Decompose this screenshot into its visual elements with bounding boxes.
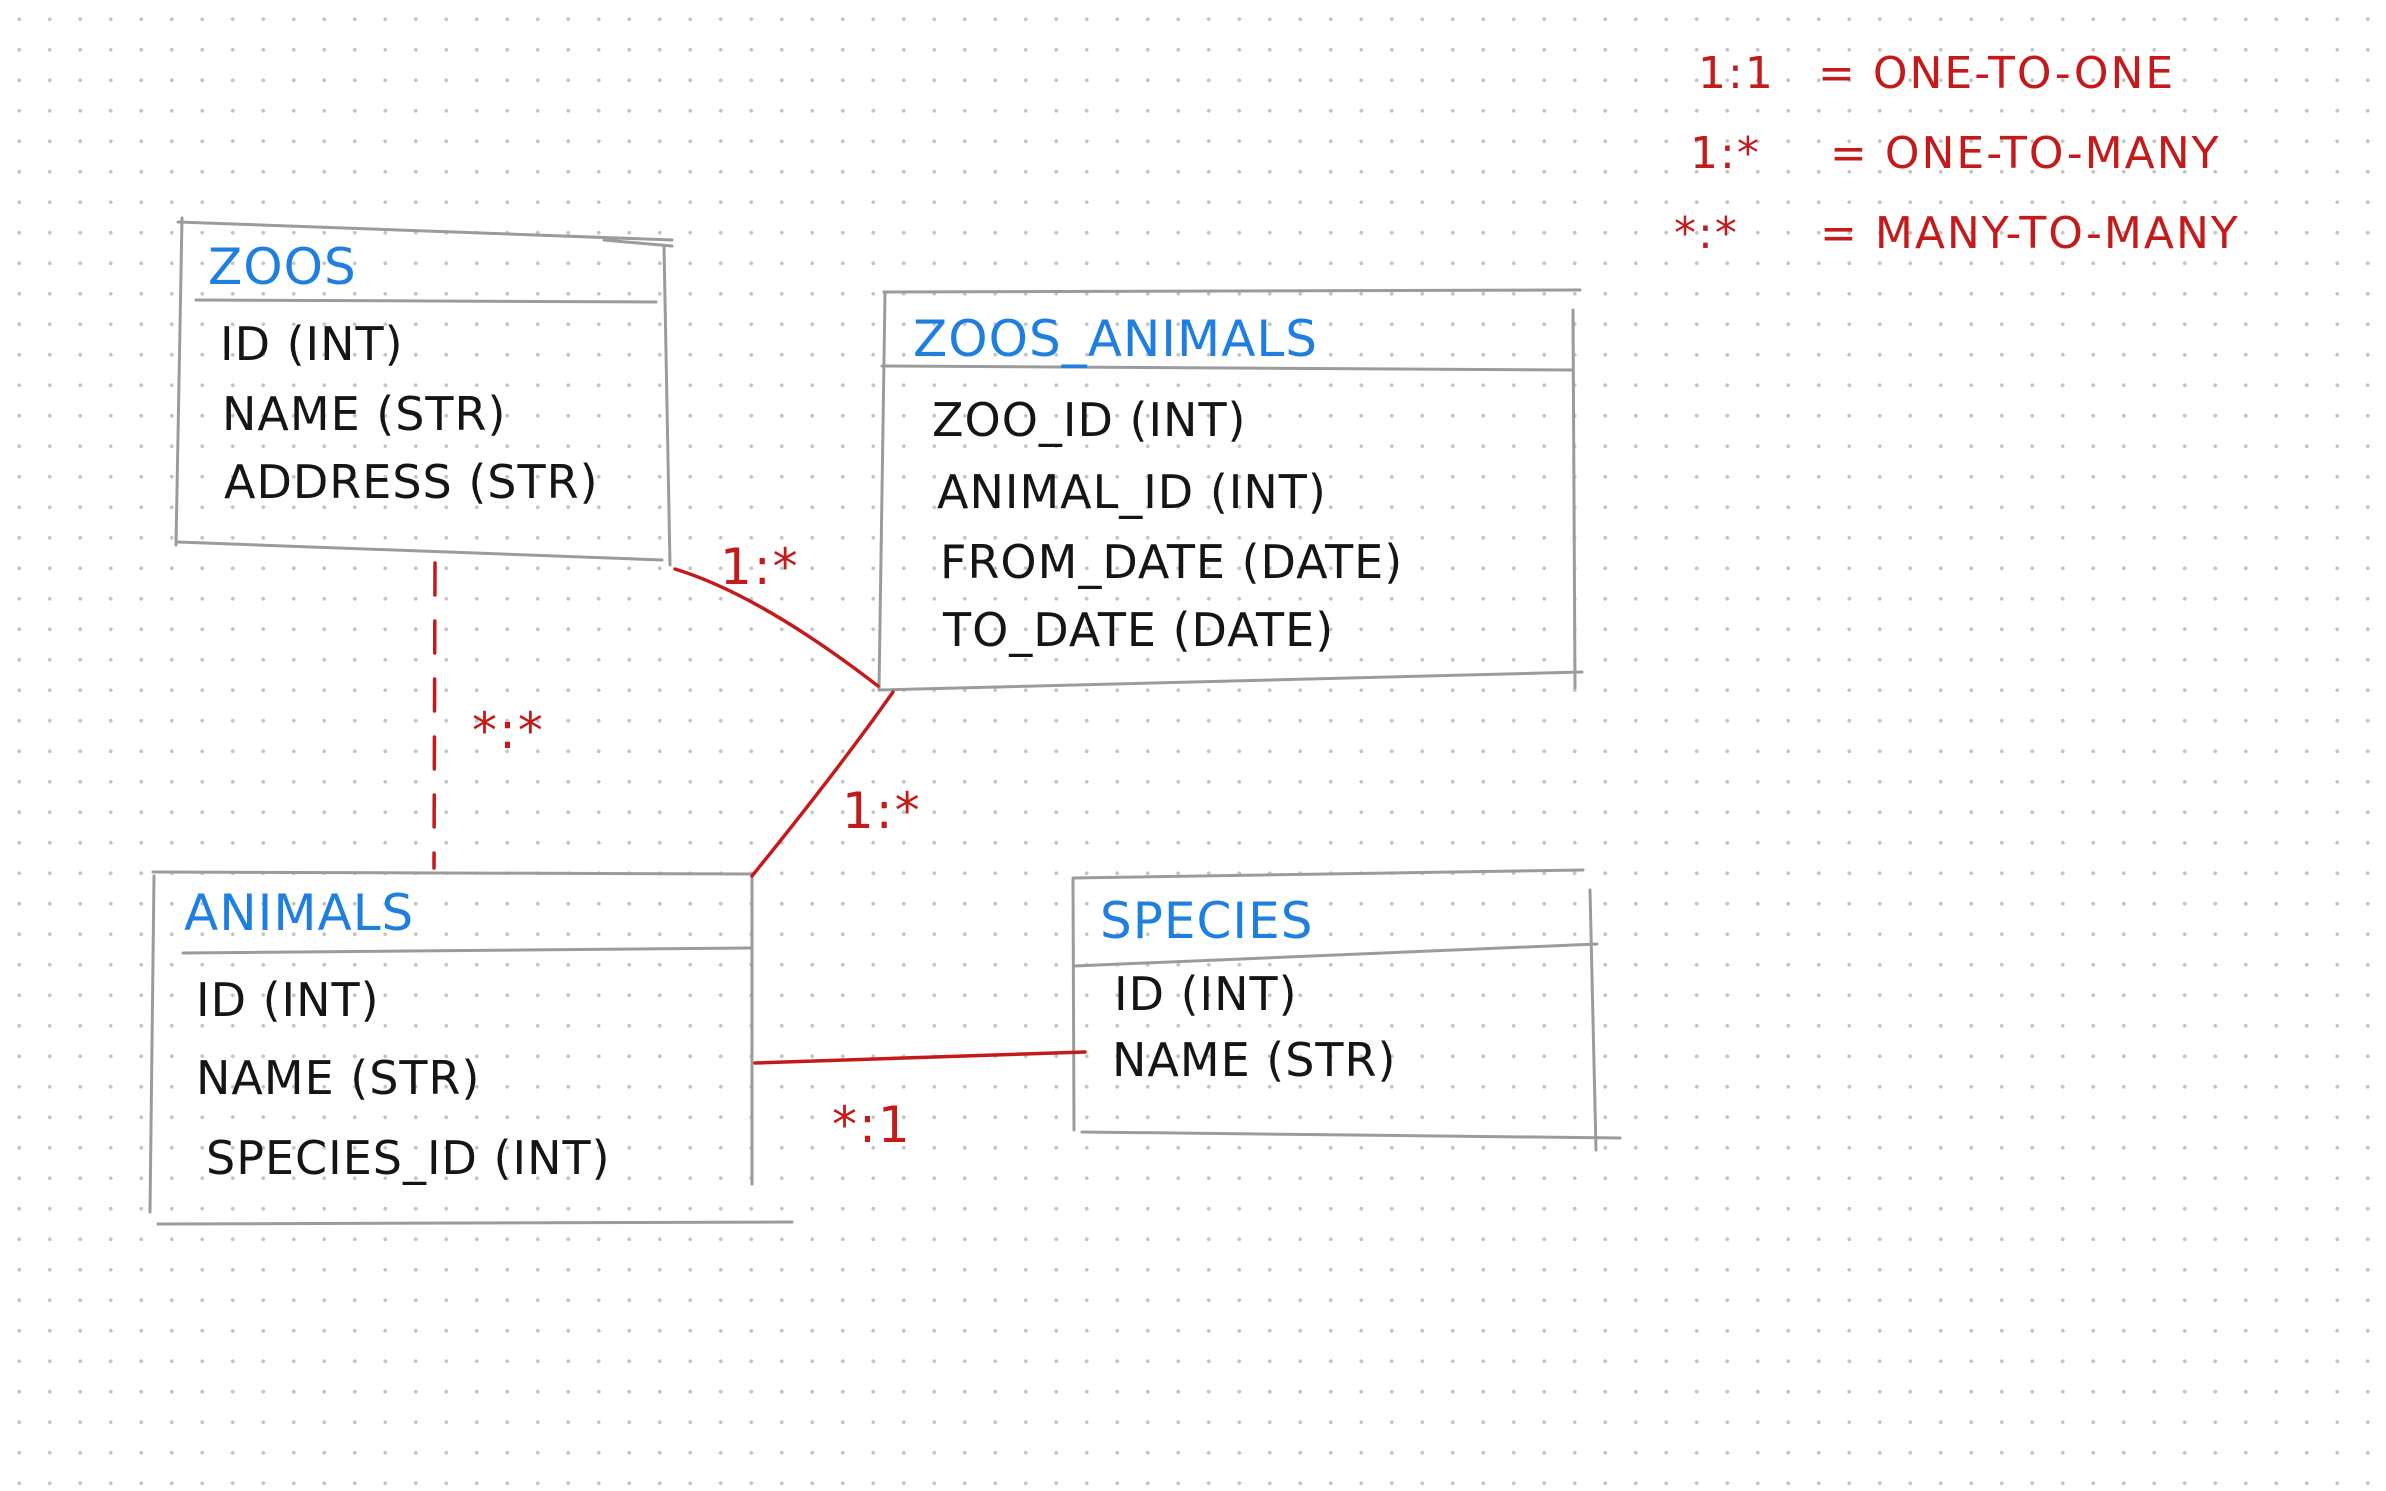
- zoos-field-3: ADDRESS (STR): [224, 455, 599, 509]
- animals-field-1: ID (INT): [196, 973, 380, 1027]
- species-title: SPECIES: [1100, 892, 1313, 950]
- zoos-field-1: ID (INT): [220, 317, 404, 371]
- species-field-1: ID (INT): [1114, 967, 1298, 1021]
- zoos-title: ZOOS: [208, 238, 357, 296]
- animals-field-3: SPECIES_ID (INT): [206, 1131, 611, 1185]
- relationship-line-zoos-zoos-animals[interactable]: [673, 567, 880, 688]
- zoos-animals-title: ZOOS_ANIMALS: [913, 310, 1318, 368]
- relationship-line-zoos-animals-dashed[interactable]: [432, 561, 437, 870]
- zoos-animals-field-1: ZOO_ID (INT): [932, 393, 1247, 447]
- legend-meaning-3: = MANY-TO-MANY: [1820, 208, 2240, 259]
- legend-symbol-1: 1:1: [1698, 48, 1775, 99]
- zoos-animals-frame: [877, 288, 1584, 692]
- table-zoos-animals[interactable]: ZOOS_ANIMALS ZOO_ID (INT) ANIMAL_ID (INT…: [877, 288, 1584, 692]
- legend-symbol-2: 1:*: [1690, 128, 1761, 179]
- table-zoos[interactable]: ZOOS ID (INT) NAME (STR) ADDRESS (STR): [174, 216, 674, 567]
- legend-meaning-2: = ONE-TO-MANY: [1830, 128, 2221, 179]
- species-frame: [1071, 868, 1622, 1152]
- animals-field-2: NAME (STR): [196, 1051, 480, 1105]
- cardinality-animals-species: *:1: [832, 1096, 912, 1154]
- zoos-field-2: NAME (STR): [222, 387, 506, 441]
- table-animals[interactable]: ANIMALS ID (INT) NAME (STR) SPECIES_ID (…: [148, 870, 794, 1226]
- zoos-frame: [174, 216, 674, 567]
- cardinality-zoos-animals: *:*: [472, 702, 545, 760]
- cardinality-zoos-animals-animals: 1:*: [842, 782, 922, 840]
- relationships: 1:* 1:* *:* *:1: [432, 538, 1087, 1154]
- cardinality-zoos-zoos-animals: 1:*: [720, 538, 800, 596]
- relationship-line-zoos-animals-animals[interactable]: [750, 690, 895, 878]
- legend-symbol-3: *:*: [1674, 208, 1739, 259]
- relationship-line-animals-species[interactable]: [753, 1050, 1087, 1065]
- animals-title: ANIMALS: [184, 884, 414, 942]
- legend-meaning-1: = ONE-TO-ONE: [1818, 48, 2175, 99]
- species-field-2: NAME (STR): [1112, 1033, 1396, 1087]
- zoos-animals-field-2: ANIMAL_ID (INT): [937, 465, 1327, 519]
- animals-frame: [148, 870, 794, 1226]
- legend: 1:1 = ONE-TO-ONE 1:* = ONE-TO-MANY *:* =…: [1674, 48, 2240, 259]
- zoos-animals-field-3: FROM_DATE (DATE): [940, 535, 1403, 589]
- zoos-animals-field-4: TO_DATE (DATE): [942, 603, 1334, 657]
- table-species[interactable]: SPECIES ID (INT) NAME (STR): [1071, 868, 1622, 1152]
